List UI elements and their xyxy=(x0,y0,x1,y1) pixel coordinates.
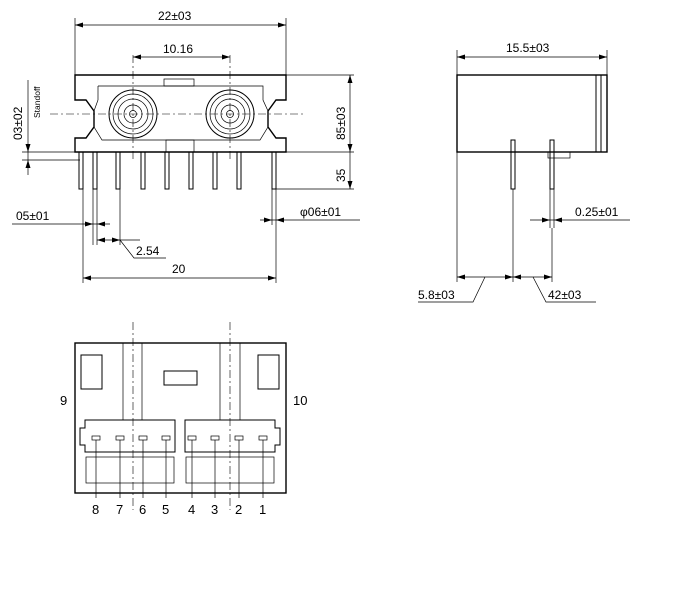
pin-5-label: 5 xyxy=(162,502,169,517)
dim-155-label: 15.5±03 xyxy=(506,41,550,55)
dim-025-label: 0.25±01 xyxy=(575,205,619,219)
dim-20-label: 20 xyxy=(172,262,186,276)
dim-1016-label: 10.16 xyxy=(163,42,193,56)
front-pins xyxy=(78,151,277,190)
bottom-left-window xyxy=(80,354,103,390)
front-bottom-tab xyxy=(165,139,195,153)
front-top-tab xyxy=(163,78,195,87)
bottom-center-slot xyxy=(163,370,198,386)
front-view: 22±03 10.16 03±02 Standoff 85±03 35 05±0… xyxy=(11,9,360,283)
dim-58-label: 5.8±03 xyxy=(418,288,455,302)
dim-42-label: 42±03 xyxy=(548,288,582,302)
pin-2-label: 2 xyxy=(235,502,242,517)
pin-7-label: 7 xyxy=(116,502,123,517)
bottom-right-window xyxy=(257,354,280,390)
dim-254-label: 2.54 xyxy=(136,244,160,258)
pin-6-label: 6 xyxy=(139,502,146,517)
pin-8-label: 8 xyxy=(92,502,99,517)
side-body xyxy=(456,74,608,153)
pin-4-label: 4 xyxy=(188,502,195,517)
pin-9-label: 9 xyxy=(60,393,67,408)
dim-05-label: 05±01 xyxy=(16,209,50,223)
dim-85-label: 85±03 xyxy=(334,106,348,140)
pin-10-label: 10 xyxy=(293,393,307,408)
dim-22-label: 22±03 xyxy=(158,9,192,23)
bottom-body xyxy=(74,342,287,494)
dim-dia06-label: φ06±01 xyxy=(300,205,341,219)
pin-3-label: 3 xyxy=(211,502,218,517)
side-pin-a xyxy=(510,139,516,190)
contact-pads xyxy=(91,435,268,441)
dim-standoff-label: 03±02 xyxy=(11,106,25,140)
side-pin-b xyxy=(549,139,555,190)
standoff-word: Standoff xyxy=(32,86,42,118)
dim-35-label: 35 xyxy=(334,168,348,182)
pin-leaders xyxy=(95,440,264,498)
left-contact-housing xyxy=(79,419,176,453)
side-view: 15.5±03 0.25±01 5.8±03 42±03 xyxy=(418,41,630,303)
pin-1-label: 1 xyxy=(259,502,266,517)
bottom-view: 9 10 8 7 6 5 4 3 2 1 xyxy=(60,322,307,517)
